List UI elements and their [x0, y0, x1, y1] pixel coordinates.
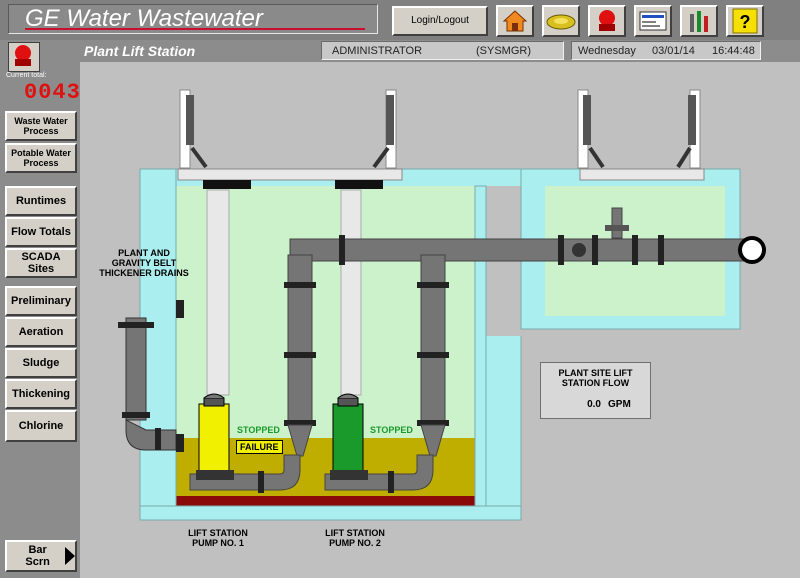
- alarm-button[interactable]: [588, 5, 626, 37]
- nav-chlorine[interactable]: Chlorine: [5, 410, 77, 442]
- alarm-icon: [599, 10, 615, 31]
- nav-thickening[interactable]: Thickening: [5, 379, 77, 409]
- date-text: 03/01/14: [652, 45, 695, 57]
- title-underline: [25, 28, 365, 30]
- pump-1-status: STOPPED: [237, 425, 280, 435]
- nav-potable-water-process[interactable]: Potable Water Process: [5, 143, 77, 173]
- nav-waste-water-process[interactable]: Waste Water Process: [5, 111, 77, 141]
- flow-value: 0.0: [587, 399, 601, 410]
- nav-preliminary[interactable]: Preliminary: [5, 286, 77, 316]
- nav-sludge[interactable]: Sludge: [5, 348, 77, 378]
- screen-icon: [639, 11, 667, 31]
- grating-left: [177, 168, 403, 181]
- nav-flow-totals[interactable]: Flow Totals: [5, 217, 77, 247]
- flow-panel: PLANT SITE LIFT STATION FLOW 0.0 GPM: [540, 362, 651, 419]
- user-field: ADMINISTRATOR (SYSMGR): [321, 41, 564, 60]
- nav-scada-sites[interactable]: SCADA Sites: [5, 248, 77, 278]
- tools-icon: [690, 11, 708, 32]
- pump-2-body: [332, 403, 364, 475]
- app-title: GE Water Wastewater: [8, 4, 378, 34]
- user-group: (SYSMGR): [476, 45, 531, 57]
- help-button[interactable]: ?: [726, 5, 764, 37]
- day-text: Wednesday: [578, 45, 636, 57]
- bar-screen-label: Bar Scrn: [25, 544, 50, 568]
- home-button[interactable]: [496, 5, 534, 37]
- flow-unit: GPM: [608, 399, 631, 410]
- pump-1-failure-badge: FAILURE: [236, 440, 283, 454]
- alarm-count-label: Current total:: [6, 72, 47, 79]
- help-icon: ?: [732, 8, 758, 34]
- network-button[interactable]: [542, 5, 580, 37]
- time-text: 16:44:48: [712, 45, 755, 57]
- tools-button[interactable]: [680, 5, 718, 37]
- bar-screen-button[interactable]: Bar Scrn: [5, 540, 77, 572]
- nav-aeration[interactable]: Aeration: [5, 317, 77, 347]
- home-icon: [502, 10, 528, 32]
- network-icon: [546, 14, 576, 30]
- alarm-icon: [15, 45, 31, 66]
- nav-runtimes[interactable]: Runtimes: [5, 186, 77, 216]
- pump-1-label: LIFT STATION PUMP NO. 1: [188, 528, 248, 548]
- user-name: ADMINISTRATOR: [332, 45, 423, 57]
- app-title-text: GE Water Wastewater: [25, 5, 263, 32]
- pump-2-status: STOPPED: [370, 425, 413, 435]
- flow-title: PLANT SITE LIFT STATION FLOW: [558, 368, 633, 388]
- drains-label: PLANT AND GRAVITY BELT THICKENER DRAINS: [99, 248, 189, 278]
- help-glyph: ?: [740, 12, 751, 32]
- datetime-field: Wednesday 03/01/14 16:44:48: [571, 41, 761, 60]
- grating-right: [579, 168, 705, 181]
- wet-well-floor: [176, 496, 475, 506]
- alarm-summary-button[interactable]: [8, 42, 40, 72]
- pump-1-body: [198, 403, 230, 475]
- pump-2-label: LIFT STATION PUMP NO. 2: [325, 528, 385, 548]
- screen-button[interactable]: [634, 5, 672, 37]
- alarm-count: 0043: [24, 80, 81, 105]
- page-title: Plant Lift Station: [84, 43, 196, 59]
- login-logout-button[interactable]: Login/Logout: [392, 6, 488, 36]
- discharge-header: [289, 238, 751, 262]
- arrow-right-icon: [65, 547, 75, 565]
